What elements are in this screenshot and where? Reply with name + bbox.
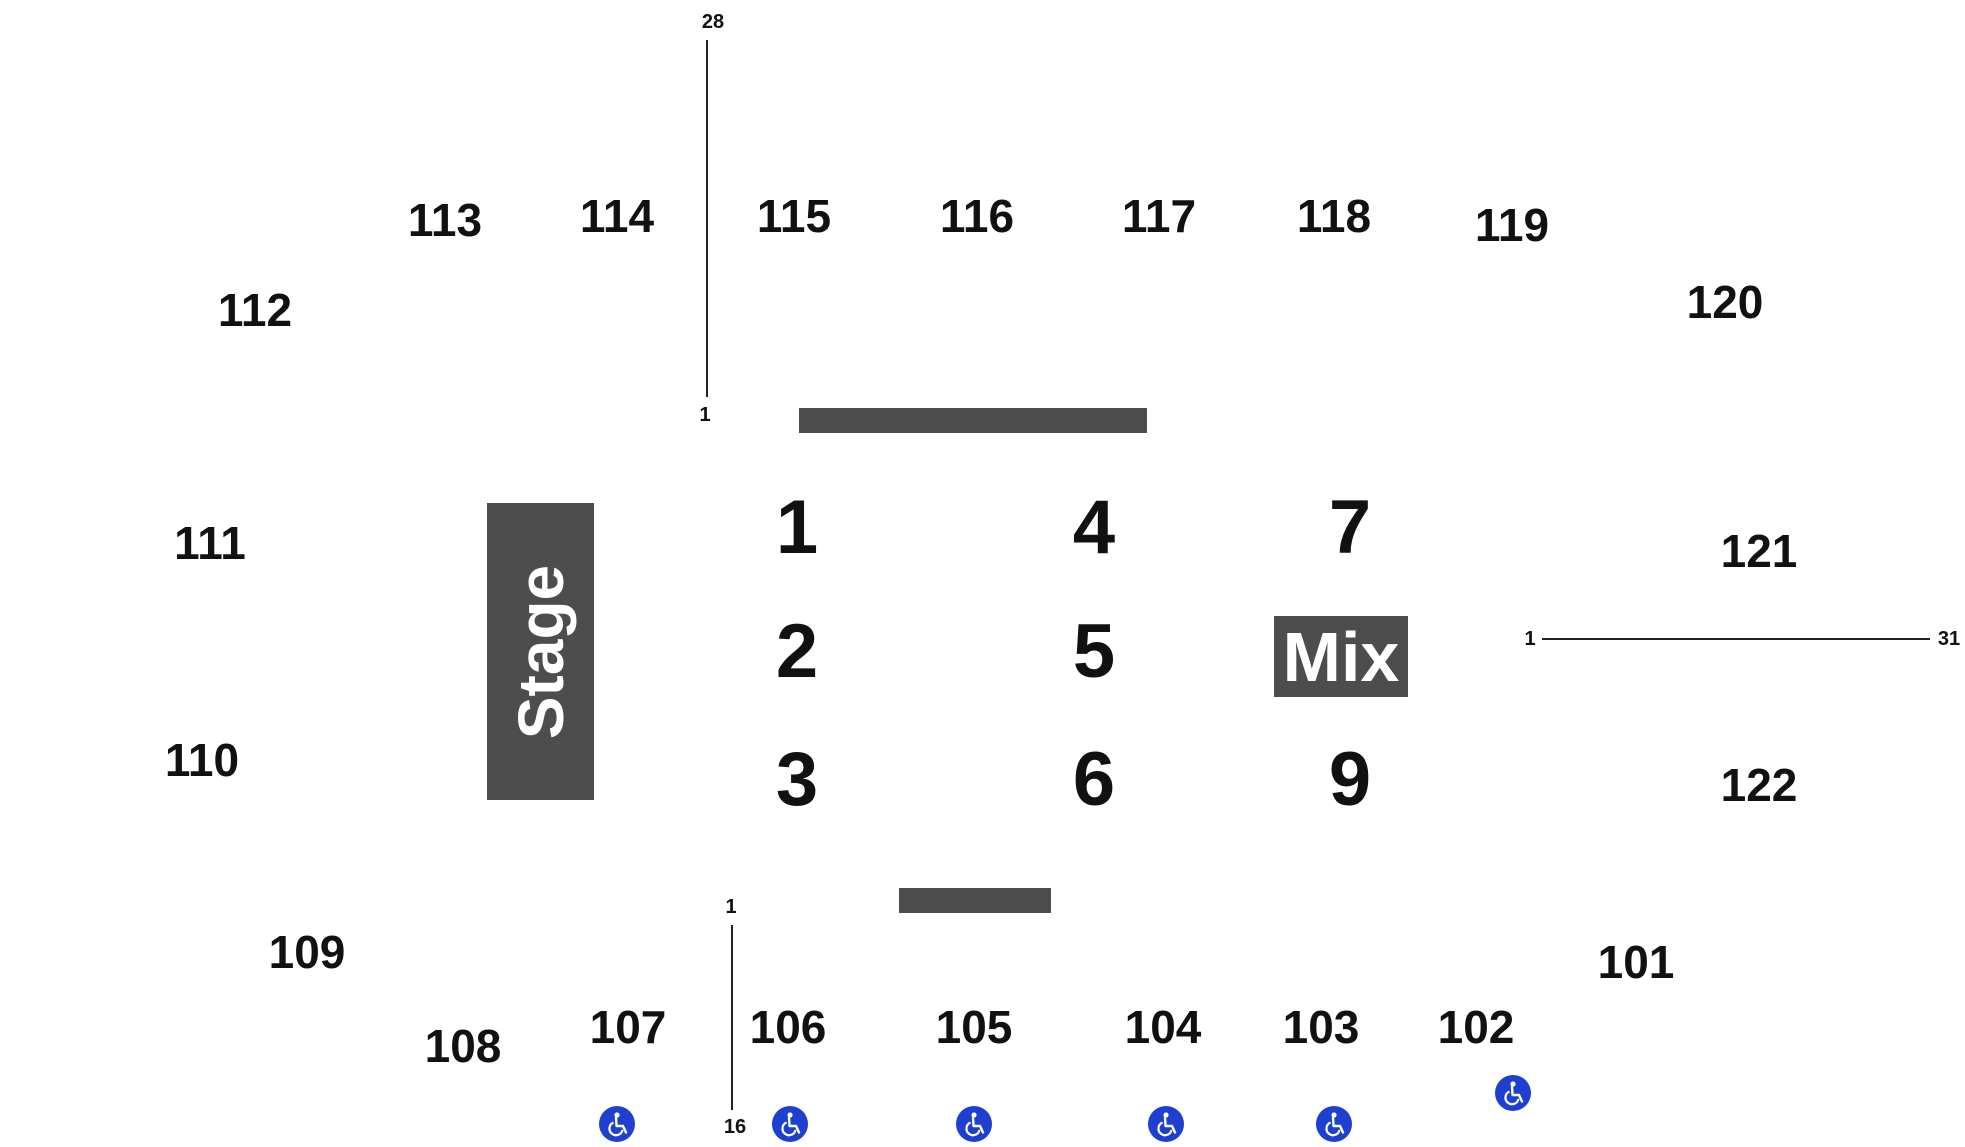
section-112[interactable]: 112 bbox=[217, 284, 293, 336]
wheelchair-icon[interactable] bbox=[1148, 1106, 1184, 1142]
wheelchair-icon[interactable] bbox=[956, 1106, 992, 1142]
right-row-line bbox=[1542, 638, 1930, 640]
section-102[interactable]: 102 bbox=[1437, 1001, 1515, 1053]
section-106[interactable]: 106 bbox=[749, 1001, 827, 1053]
right-row-start-marker: 1 bbox=[1524, 628, 1536, 650]
mix-label: Mix bbox=[1282, 617, 1400, 696]
mix-position: Mix bbox=[1274, 616, 1408, 697]
section-113[interactable]: 113 bbox=[407, 194, 483, 246]
section-105[interactable]: 105 bbox=[935, 1001, 1013, 1053]
floor-section-7[interactable]: 7 bbox=[1328, 485, 1372, 570]
section-115[interactable]: 115 bbox=[756, 190, 832, 242]
bottom-row-end-marker: 16 bbox=[723, 1116, 747, 1138]
section-119[interactable]: 119 bbox=[1474, 199, 1550, 251]
section-116[interactable]: 116 bbox=[939, 190, 1015, 242]
section-111[interactable]: 111 bbox=[174, 517, 246, 569]
floor-section-1[interactable]: 1 bbox=[775, 485, 819, 570]
section-120[interactable]: 120 bbox=[1686, 276, 1764, 328]
floor-section-9[interactable]: 9 bbox=[1328, 737, 1372, 822]
wheelchair-icon[interactable] bbox=[772, 1106, 808, 1142]
section-114[interactable]: 114 bbox=[579, 190, 655, 242]
section-122[interactable]: 122 bbox=[1720, 759, 1798, 811]
section-117[interactable]: 117 bbox=[1121, 190, 1197, 242]
bottom-row-line bbox=[731, 925, 733, 1110]
bottom-barrier bbox=[899, 888, 1051, 913]
floor-section-6[interactable]: 6 bbox=[1072, 737, 1116, 822]
stage: Stage bbox=[487, 503, 594, 800]
stage-label: Stage bbox=[504, 564, 577, 739]
floor-section-3[interactable]: 3 bbox=[775, 737, 819, 822]
top-row-start-marker: 1 bbox=[699, 404, 711, 426]
top-row-line bbox=[706, 40, 708, 397]
section-101[interactable]: 101 bbox=[1597, 936, 1675, 988]
section-118[interactable]: 118 bbox=[1296, 190, 1372, 242]
floor-section-4[interactable]: 4 bbox=[1072, 485, 1116, 570]
wheelchair-icon[interactable] bbox=[599, 1106, 635, 1142]
right-row-end-marker: 31 bbox=[1937, 628, 1961, 650]
bottom-row-start-marker: 1 bbox=[725, 896, 737, 918]
section-108[interactable]: 108 bbox=[424, 1020, 502, 1072]
top-row-end-marker: 28 bbox=[701, 11, 725, 33]
section-107[interactable]: 107 bbox=[589, 1001, 667, 1053]
section-121[interactable]: 121 bbox=[1720, 525, 1798, 577]
floor-section-5[interactable]: 5 bbox=[1072, 609, 1116, 694]
section-110[interactable]: 110 bbox=[164, 734, 240, 786]
section-109[interactable]: 109 bbox=[268, 926, 346, 978]
wheelchair-icon[interactable] bbox=[1316, 1106, 1352, 1142]
section-103[interactable]: 103 bbox=[1282, 1001, 1360, 1053]
wheelchair-icon[interactable] bbox=[1495, 1075, 1531, 1111]
floor-section-2[interactable]: 2 bbox=[775, 609, 819, 694]
section-104[interactable]: 104 bbox=[1124, 1001, 1202, 1053]
top-barrier bbox=[799, 408, 1147, 433]
